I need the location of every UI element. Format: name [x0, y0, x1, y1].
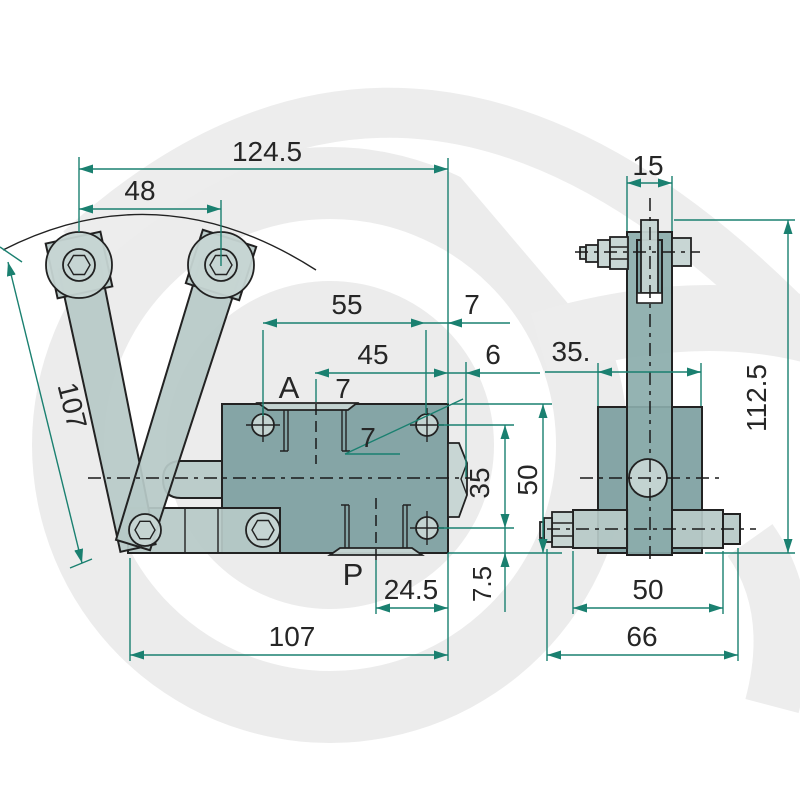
clamp-nut — [609, 236, 629, 270]
dim-107-base: 107 — [269, 621, 316, 652]
side-view — [539, 198, 756, 565]
bracket-bolt — [245, 512, 281, 548]
dimensions: 124.5 48 107 55 7 45 6 A 7 7 35 — [0, 136, 795, 661]
dim-112-5: 112.5 — [741, 364, 772, 432]
dim-66: 66 — [626, 621, 657, 652]
dim-124-5: 124.5 — [232, 136, 302, 167]
port-a-label: A — [279, 370, 300, 405]
dim-50-height: 50 — [512, 464, 543, 495]
mounting-hole-top-right — [410, 408, 444, 442]
dim-15: 15 — [632, 150, 663, 181]
front-view — [2, 213, 472, 560]
bracket-joints — [184, 508, 219, 553]
dim-6: 6 — [485, 339, 501, 370]
dim-45: 45 — [357, 339, 388, 370]
dim-24-5: 24.5 — [384, 574, 439, 605]
dim-7-5: 7.5 — [467, 566, 497, 602]
dim-7-edge: 7 — [464, 289, 480, 320]
pivot-bolt — [128, 513, 162, 547]
mounting-hole-top-left — [246, 408, 280, 442]
dim-48: 48 — [124, 175, 155, 206]
dim-35-holes: 35 — [464, 467, 495, 498]
port-a-bore — [255, 402, 360, 452]
dim-35-side: 35. — [552, 336, 591, 367]
port-p-label: P — [343, 557, 364, 592]
dim-7-hole: 7 — [360, 422, 376, 453]
lever-swing-arc — [2, 213, 317, 271]
hex-plug-facet — [460, 462, 468, 496]
dim-55: 55 — [331, 289, 362, 320]
lever-knob-left — [45, 231, 113, 299]
hex-socket-icon — [209, 254, 233, 276]
dim-7-port: 7 — [335, 373, 351, 404]
dim-50-side: 50 — [632, 574, 663, 605]
mounting-hole-bottom-right — [410, 511, 444, 545]
